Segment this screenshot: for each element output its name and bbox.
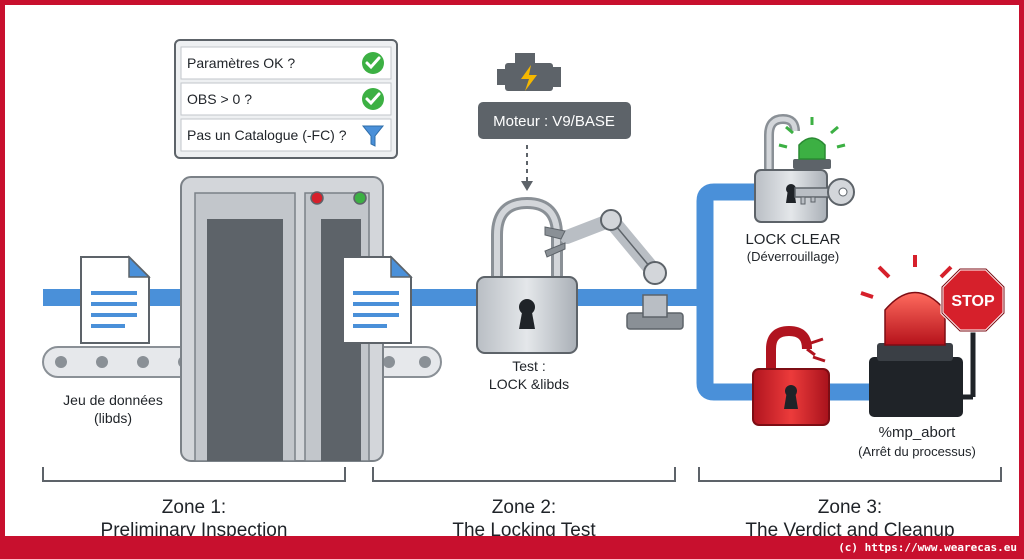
stop-sign-label: STOP [951, 293, 995, 310]
zone-3-number: Zone 3: [818, 497, 882, 518]
document-icon [342, 255, 413, 344]
lock-clear-subtitle: (Déverrouillage) [747, 249, 839, 264]
lock-clear-title: LOCK CLEAR [745, 231, 840, 248]
stop-sign-icon: STOP [940, 267, 1006, 400]
test-label-line2: LOCK &libds [489, 376, 569, 392]
dataset-label-line1: Jeu de données [63, 392, 163, 408]
green-light-icon [778, 117, 846, 169]
checklist-panel: Paramètres OK ? OBS > 0 ? Pas un Catalog… [174, 39, 398, 159]
inspection-scanner-gate [180, 176, 384, 462]
test-label-line1: Test : [512, 358, 545, 374]
abort-title: %mp_abort [879, 424, 957, 441]
footer-bar: (c) https://www.wearecas.eu [5, 536, 1019, 559]
check-icon [362, 88, 384, 110]
red-indicator-light [310, 191, 324, 205]
padlock-icon [476, 196, 578, 354]
checklist-item-params: Paramètres OK ? [187, 55, 295, 71]
alarm-beacon-icon [860, 255, 968, 417]
process-diagram: Paramètres OK ? OBS > 0 ? Pas un Catalog… [42, 39, 1006, 541]
unlocked-padlock-icon [754, 113, 828, 223]
check-icon [362, 52, 384, 74]
zone-1-title: Preliminary Inspection [101, 520, 288, 541]
zone-1-number: Zone 1: [162, 497, 226, 518]
document-icon [80, 255, 151, 344]
green-indicator-light [353, 191, 367, 205]
locked-red-padlock-icon [752, 325, 830, 426]
abort-subtitle: (Arrêt du processus) [858, 444, 976, 459]
robotic-arm [544, 209, 684, 330]
zone-2-title: The Locking Test [452, 520, 596, 541]
checklist-item-obs: OBS > 0 ? [187, 91, 252, 107]
dataset-label-line2: (libds) [94, 410, 132, 426]
zone-2-number: Zone 2: [492, 497, 556, 518]
footer-credit: (c) https://www.wearecas.eu [838, 541, 1017, 554]
engine-label: Moteur : V9/BASE [493, 113, 615, 130]
zone-3-title: The Verdict and Cleanup [745, 520, 954, 541]
engine-label-box [478, 102, 631, 139]
zone-bracket [42, 467, 1002, 482]
filter-icon [361, 125, 385, 147]
engine-icon [497, 53, 561, 91]
checklist-item-catalog: Pas un Catalogue (-FC) ? [187, 127, 347, 143]
key-icon [794, 178, 855, 206]
